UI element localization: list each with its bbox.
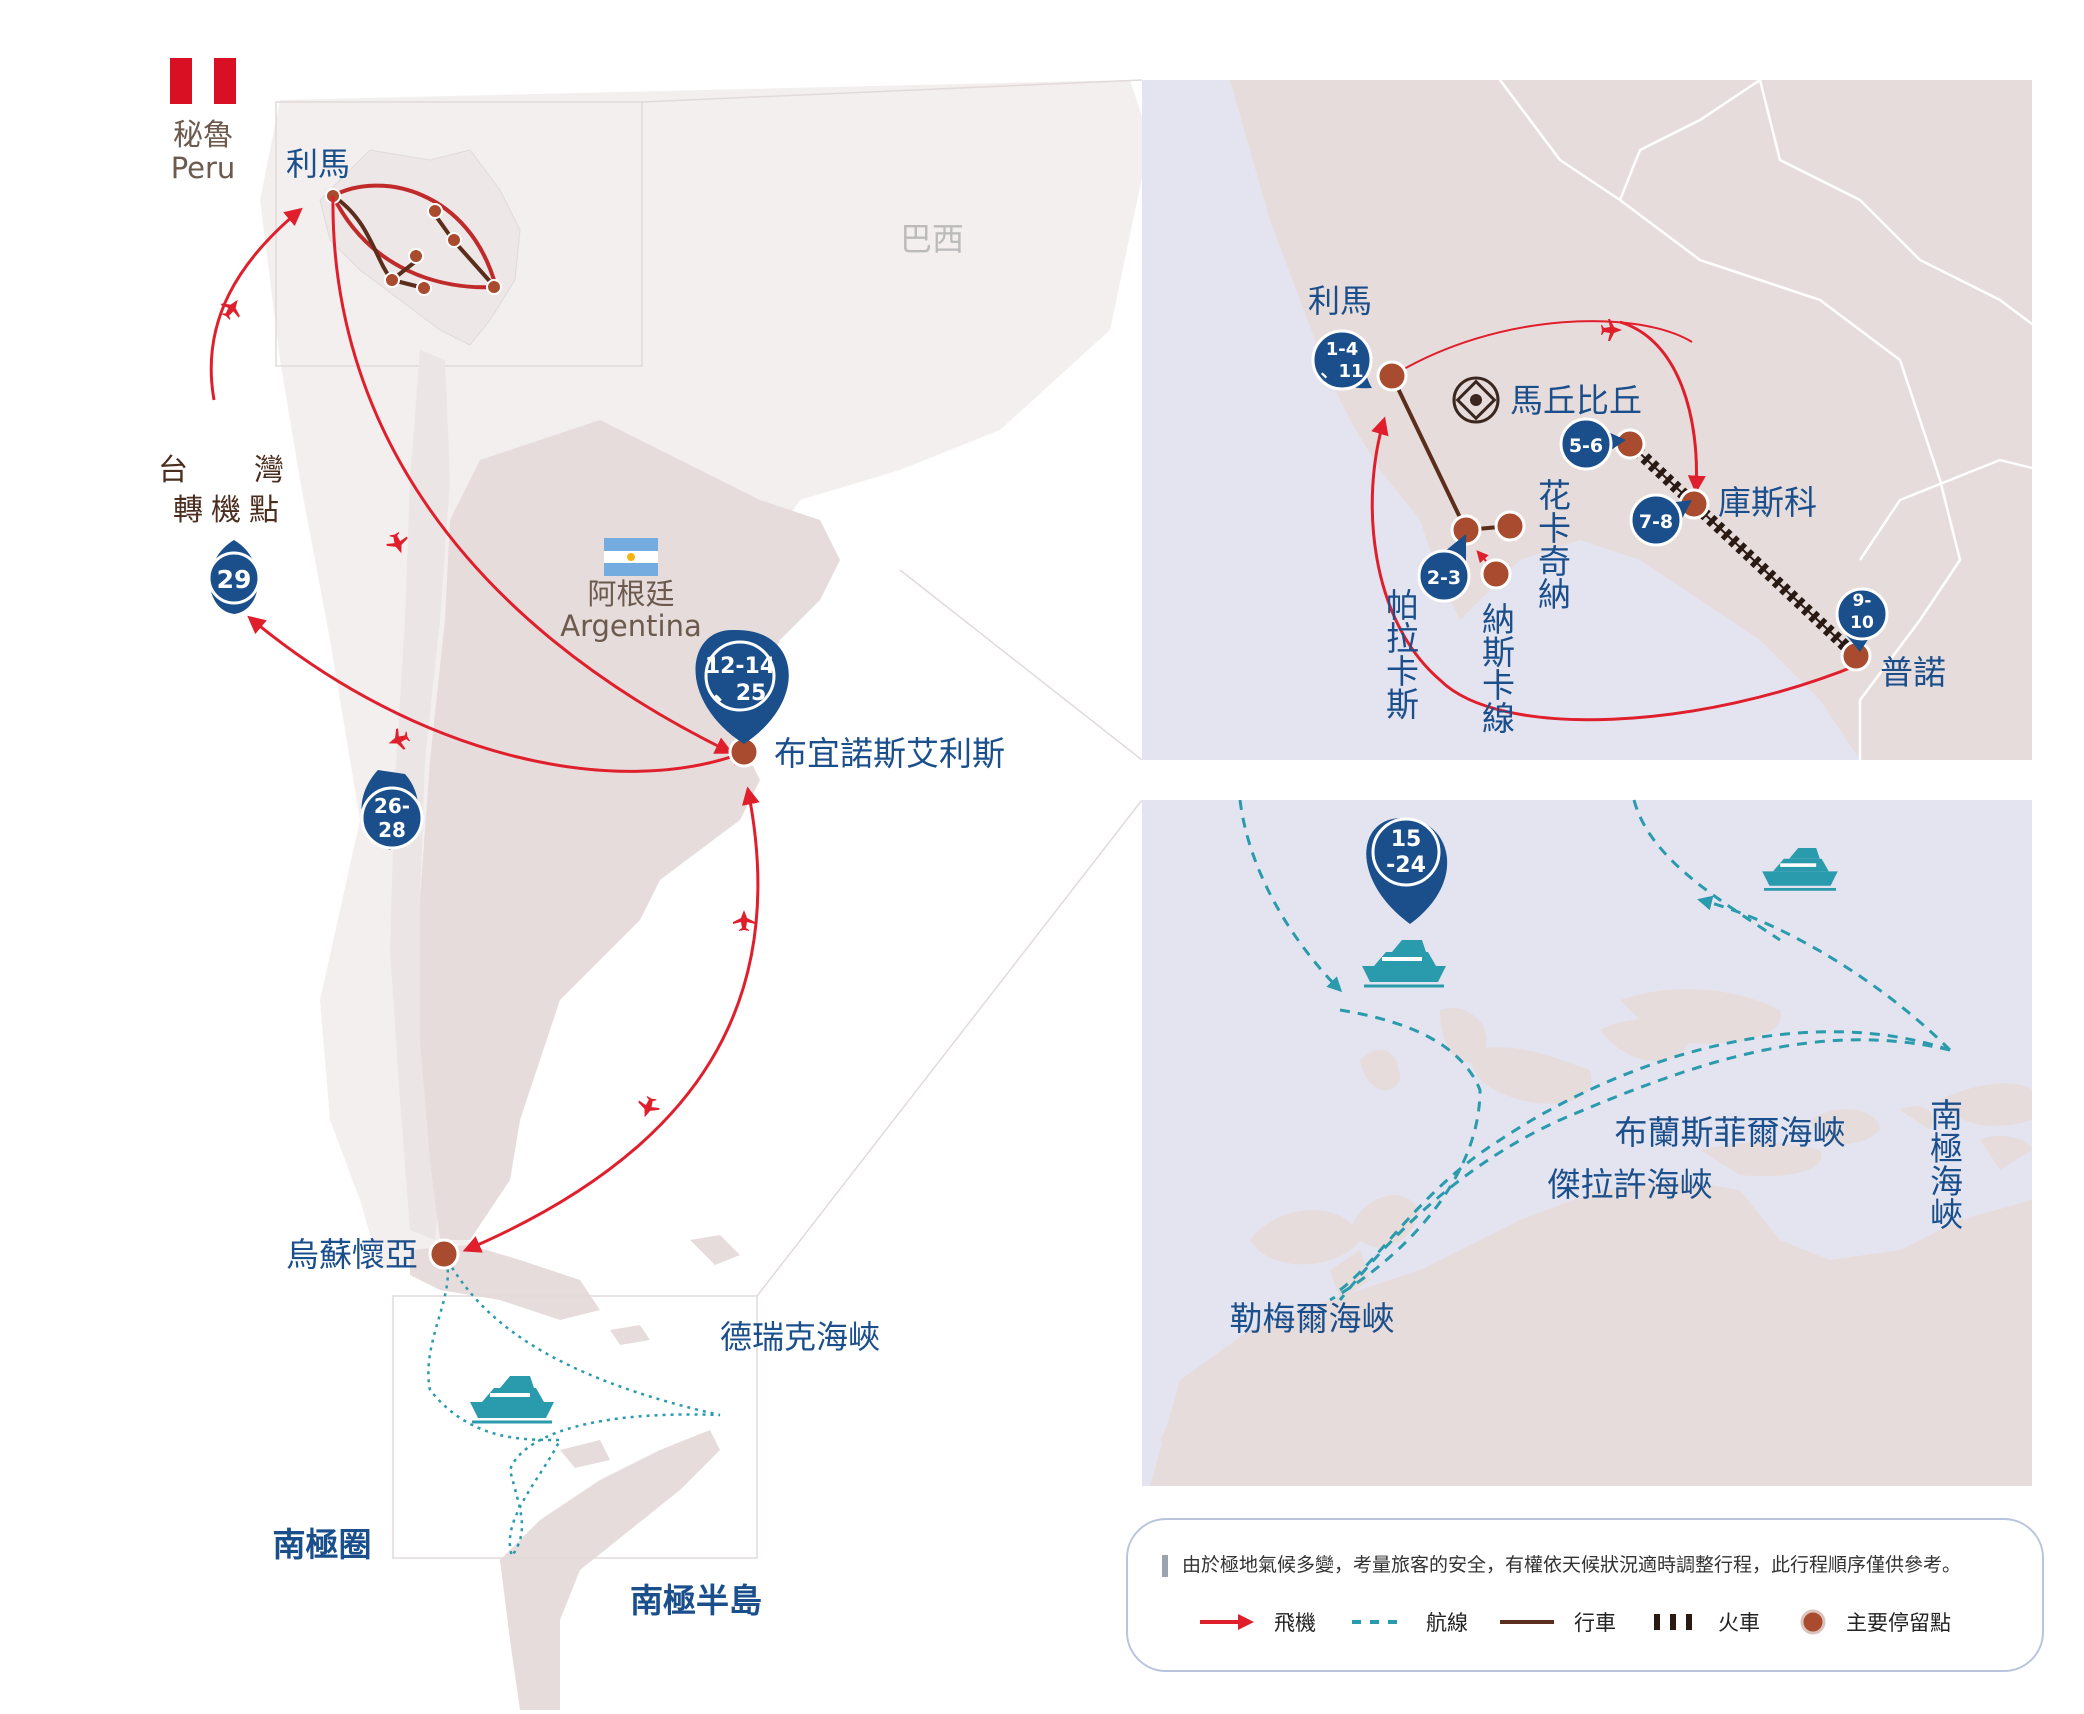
- peru-flag-icon: [170, 58, 236, 104]
- svg-text:15: 15: [1391, 827, 1422, 852]
- cruise-ship-icon: [468, 1374, 556, 1424]
- day-marker-buenos-aires: 12-14 、25: [695, 629, 789, 744]
- peru-inset: 利馬 馬丘比丘 庫斯科 普諾 帕拉卡斯 花卡奇納 納斯卡線 1-4 、11 5-…: [1142, 80, 2032, 760]
- svg-text:7-8: 7-8: [1639, 511, 1673, 533]
- svg-text:9-: 9-: [1853, 591, 1872, 611]
- legend-main-stop: 主要停留點: [1798, 1604, 1951, 1640]
- flight-arrow-icon: [1200, 1614, 1254, 1630]
- legend-train: 火車: [1650, 1604, 1760, 1640]
- antarctic-peninsula-land: [500, 1430, 720, 1710]
- paracas-label: 帕拉卡斯: [1381, 588, 1420, 720]
- antarctica-inset: 15 -24 布蘭斯菲爾海峽 傑拉許海峽 勒梅爾海峽 南極海峽: [1142, 799, 2032, 1486]
- antarctic-peninsula-label: 南極半島: [630, 1581, 762, 1620]
- svg-text:29: 29: [217, 565, 252, 594]
- legend-flight: 飛機: [1198, 1604, 1316, 1640]
- svg-text:5-6: 5-6: [1569, 435, 1603, 457]
- lima-label: 利馬: [286, 145, 350, 183]
- peru-label-en: Peru: [171, 151, 236, 185]
- drake-passage-label: 德瑞克海峽: [720, 1318, 880, 1356]
- svg-text:、25: 、25: [714, 681, 767, 706]
- antarctic-circle-label: 南極圈: [273, 1525, 372, 1564]
- peru-outline-box: [275, 101, 643, 367]
- day-marker-cruise: 15 -24: [1366, 817, 1448, 924]
- peru-label-zh: 秘魯: [173, 118, 233, 153]
- legend: 由於極地氣候多變，考量旅客的安全，有權依天候狀況適時調整行程，此行程順序僅供參考…: [1126, 1518, 2044, 1672]
- day-marker-cusco: 7-8: [1629, 493, 1692, 547]
- legend-drive: 行車: [1498, 1604, 1616, 1640]
- argentina-label-en: Argentina: [560, 609, 701, 643]
- main-stop-icon: [1800, 1609, 1826, 1635]
- legend-sea-route: 航線: [1350, 1604, 1468, 1640]
- gerlache-strait-label: 傑拉許海峽: [1548, 1165, 1713, 1204]
- day-marker-puno: 9- 10: [1835, 587, 1889, 652]
- legend-note: 由於極地氣候多變，考量旅客的安全，有權依天候狀況適時調整行程，此行程順序僅供參考…: [1162, 1550, 1961, 1577]
- ushuaia-label: 烏蘇懷亞: [286, 1235, 418, 1274]
- svg-text:、11: 、11: [1320, 361, 1363, 382]
- machu-picchu-label: 馬丘比丘: [1510, 381, 1642, 420]
- svg-text:2-3: 2-3: [1427, 567, 1461, 589]
- brazil-label: 巴西: [900, 220, 964, 258]
- day-marker-santiago: 26- 28: [360, 770, 424, 850]
- antarctic-outline-box: [392, 1295, 758, 1559]
- huacachina-label: 花卡奇納: [1533, 478, 1572, 610]
- argentina-label-zh: 阿根廷: [587, 577, 674, 611]
- day-marker-taiwan: 29: [207, 540, 261, 614]
- main-map: 秘魯 Peru 巴西 阿根廷 Argentina 利馬 台 灣 轉機點: [158, 58, 1150, 1710]
- antarctic-sound-label: 南極海峽: [1925, 1098, 1964, 1230]
- taiwan-label-line2: 轉機點: [173, 493, 287, 528]
- drive-line-icon: [1500, 1620, 1554, 1624]
- train-line-icon: [1654, 1614, 1692, 1630]
- svg-text:12-14: 12-14: [705, 654, 775, 679]
- argentina-flag-icon: [604, 538, 658, 576]
- cusco-label: 庫斯科: [1718, 483, 1817, 522]
- svg-text:-24: -24: [1386, 853, 1426, 878]
- buenos-aires-label: 布宜諾斯艾利斯: [774, 734, 1005, 773]
- sea-route-icon: [1352, 1620, 1406, 1624]
- nazca-label: 納斯卡線: [1477, 602, 1516, 734]
- bransfield-strait-label: 布蘭斯菲爾海峽: [1615, 1113, 1846, 1152]
- puno-label: 普諾: [1880, 653, 1946, 692]
- svg-text:26-: 26-: [374, 794, 410, 818]
- day-marker-paracas: 2-3: [1417, 534, 1471, 603]
- unesco-heritage-icon: [1452, 376, 1500, 424]
- svg-text:28: 28: [378, 818, 406, 842]
- day-marker-machu: 5-6: [1559, 417, 1626, 471]
- day-marker-lima: 1-4 、11: [1311, 329, 1373, 391]
- lemaire-channel-label: 勒梅爾海峽: [1230, 1299, 1395, 1338]
- taiwan-label-line1: 台 灣: [158, 453, 302, 488]
- svg-text:1-4: 1-4: [1326, 339, 1359, 360]
- inset-lima-label: 利馬: [1308, 282, 1372, 320]
- svg-text:10: 10: [1850, 613, 1874, 633]
